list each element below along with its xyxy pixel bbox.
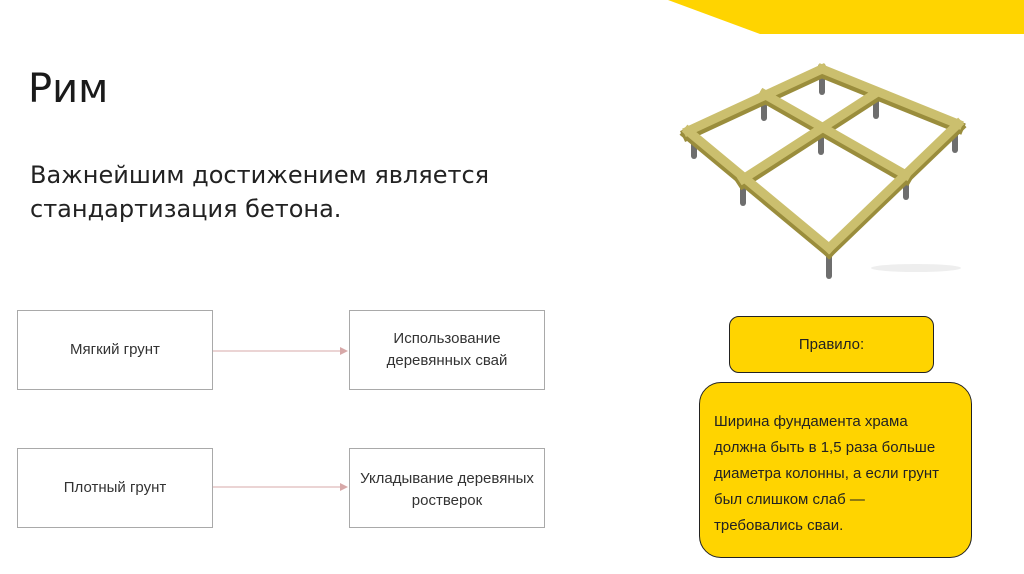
dense-soil-label: Плотный грунт <box>63 479 167 496</box>
rule-text-box: Ширина фундамента храма должна быть в 1,… <box>699 382 972 558</box>
wooden-grillage-foundation-icon <box>679 63 967 279</box>
wooden-piles-box: Использование деревянных свай <box>349 310 545 390</box>
dense-soil-box: Плотный грунт <box>17 448 213 528</box>
wooden-piles-label: Использование деревянных свай <box>386 330 508 369</box>
page-subtitle: Важнейшим достижением является стандарти… <box>30 161 490 223</box>
page-title: Рим <box>28 66 109 112</box>
soft-soil-box: Мягкий грунт <box>17 310 213 390</box>
rule-label: Правило: <box>798 336 865 353</box>
rule-text: Ширина фундамента храма должна быть в 1,… <box>714 413 939 534</box>
accent-band <box>668 0 1024 34</box>
wooden-grillage-box: Укладывание деревяных ростверок <box>349 448 545 528</box>
wooden-grillage-label: Укладывание деревяных ростверок <box>360 470 534 509</box>
soft-soil-label: Мягкий грунт <box>70 341 160 358</box>
rule-label-box: Правило: <box>729 316 934 373</box>
